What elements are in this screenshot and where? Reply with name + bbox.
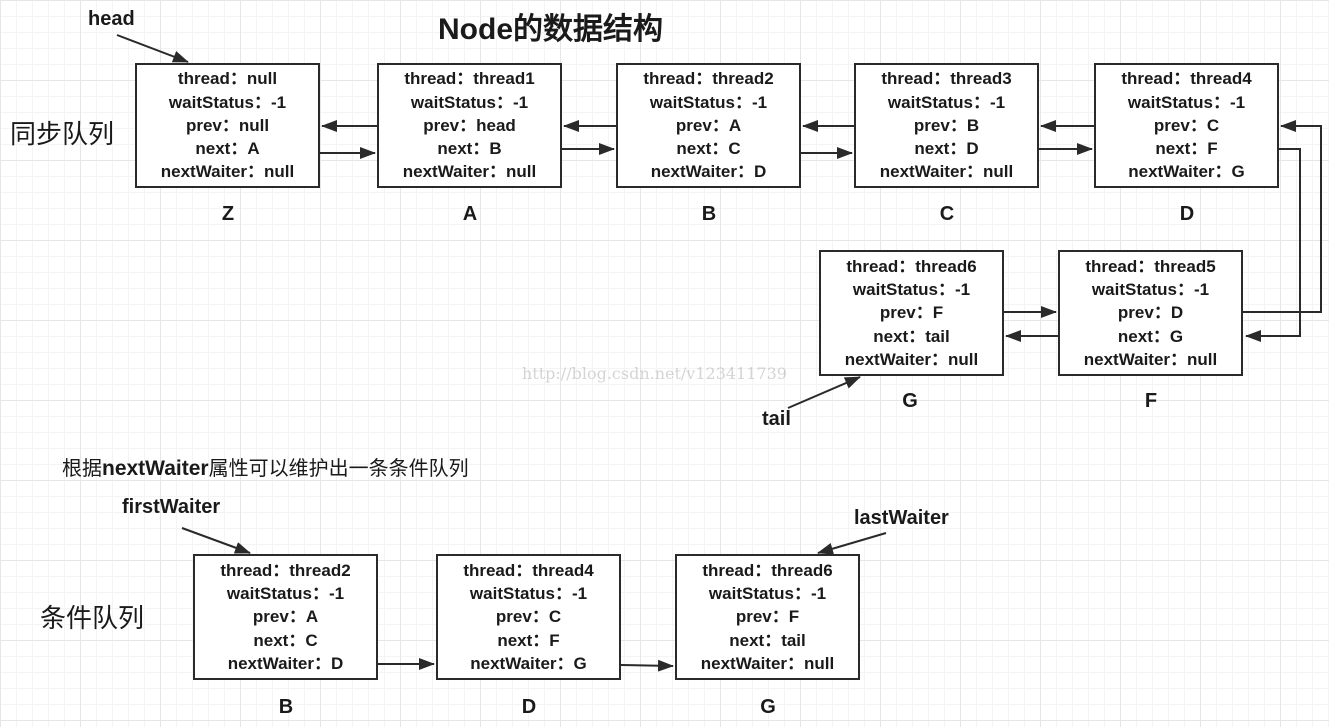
node-label-a: A [462,203,478,225]
node-next: next：B [437,139,502,159]
node-thread: thread：thread6 [702,560,833,580]
diagram-title: Node的数据结构 [438,13,663,46]
node-wait-status: waitStatus：-1 [852,280,971,300]
node-next-waiter: nextWaiter：null [402,162,537,182]
tail-arrow [787,376,861,409]
node-thread: thread：thread2 [220,560,351,580]
sync-node-b: thread：thread2 waitStatus：-1 prev：A next… [616,63,801,188]
node-next-waiter: nextWaiter：D [650,162,767,182]
node-wait-status: waitStatus：-1 [410,92,529,112]
next-waiter-arrow-d-g [620,659,674,672]
head-arrow [116,34,189,63]
node-label-c: C [939,203,955,225]
sync-node-c: thread：thread3 waitStatus：-1 prev：B next… [854,63,1039,188]
cond-node-d: thread：thread4 waitStatus：-1 prev：C next… [436,554,621,680]
node-next-waiter: nextWaiter：null [160,162,295,182]
sync-node-a: thread：thread1 waitStatus：-1 prev：head n… [377,63,562,188]
node-next-waiter: nextWaiter：null [879,162,1014,182]
last-waiter-arrow [817,532,887,555]
node-next: next：tail [729,630,806,650]
node-next-waiter: nextWaiter：null [700,653,835,673]
node-label-d: D [1179,203,1195,225]
node-thread: thread：thread5 [1085,256,1216,276]
tail-pointer-label: tail [762,408,791,430]
node-wait-status: waitStatus：-1 [708,584,827,604]
node-thread: thread：thread2 [643,69,774,89]
node-next-waiter: nextWaiter：G [470,653,587,673]
cond-label-b: B [278,696,294,718]
node-wait-status: waitStatus：-1 [1127,92,1246,112]
sync-node-g: thread：thread6 waitStatus：-1 prev：F next… [819,250,1004,376]
node-thread: thread：thread4 [463,560,594,580]
cond-node-g: thread：thread6 waitStatus：-1 prev：F next… [675,554,860,680]
node-next: next：tail [873,326,950,346]
node-label-z: Z [221,203,235,225]
node-thread: thread：thread6 [846,256,977,276]
sync-node-d: thread：thread4 waitStatus：-1 prev：C next… [1094,63,1279,188]
node-wait-status: waitStatus：-1 [469,584,588,604]
node-next-waiter: nextWaiter：G [1128,162,1245,182]
node-next: next：G [1117,326,1184,346]
node-next: next：C [253,630,318,650]
node-thread: thread：thread3 [881,69,1012,89]
head-pointer-label: head [88,8,135,30]
node-prev: prev：B [913,115,980,135]
node-next: next：C [676,139,741,159]
node-next: next：D [914,139,979,159]
node-prev: prev：C [1153,115,1220,135]
node-next-waiter: nextWaiter：null [844,349,979,369]
node-next-waiter: nextWaiter：D [227,653,344,673]
node-next: next：F [1155,139,1218,159]
node-next-waiter: nextWaiter：null [1083,349,1218,369]
sync-queue-label: 同步队列 [10,120,115,150]
node-wait-status: waitStatus：-1 [1091,280,1210,300]
node-prev: prev：D [1117,303,1184,323]
node-wait-status: waitStatus：-1 [226,584,345,604]
node-prev: prev：F [735,607,800,627]
node-wait-status: waitStatus：-1 [649,92,768,112]
node-label-g: G [902,390,918,412]
node-prev: prev：head [423,115,516,135]
watermark: http://blog.csdn.net/v123411739 [522,364,787,383]
note-bold: nextWaiter [102,457,209,480]
cond-label-d: D [521,696,537,718]
node-label-f: F [1144,390,1158,412]
note-suffix: 属性可以维护出一条条件队列 [208,456,469,480]
note-prefix: 根据 [62,456,102,480]
node-prev: prev：A [675,115,742,135]
node-next: next：F [497,630,560,650]
condition-queue-label: 条件队列 [40,604,145,634]
condition-queue-note: 根据nextWaiter属性可以维护出一条条件队列 [62,452,469,481]
node-label-b: B [701,203,717,225]
node-prev: prev：A [252,607,319,627]
node-wait-status: waitStatus：-1 [168,92,287,112]
sync-node-f: thread：thread5 waitStatus：-1 prev：D next… [1058,250,1243,376]
first-waiter-arrow [181,527,251,554]
cond-label-g: G [760,696,776,718]
node-prev: prev：null [185,115,270,135]
last-waiter-label: lastWaiter [854,507,949,529]
node-prev: prev：F [879,303,944,323]
cond-node-b: thread：thread2 waitStatus：-1 prev：A next… [193,554,378,680]
first-waiter-label: firstWaiter [122,496,221,518]
sync-node-z: thread：null waitStatus：-1 prev：null next… [135,63,320,188]
node-thread: thread：thread4 [1121,69,1252,89]
node-next: next：A [195,139,260,159]
node-prev: prev：C [495,607,562,627]
node-wait-status: waitStatus：-1 [887,92,1006,112]
node-thread: thread：thread1 [404,69,535,89]
node-thread: thread：null [177,69,278,89]
